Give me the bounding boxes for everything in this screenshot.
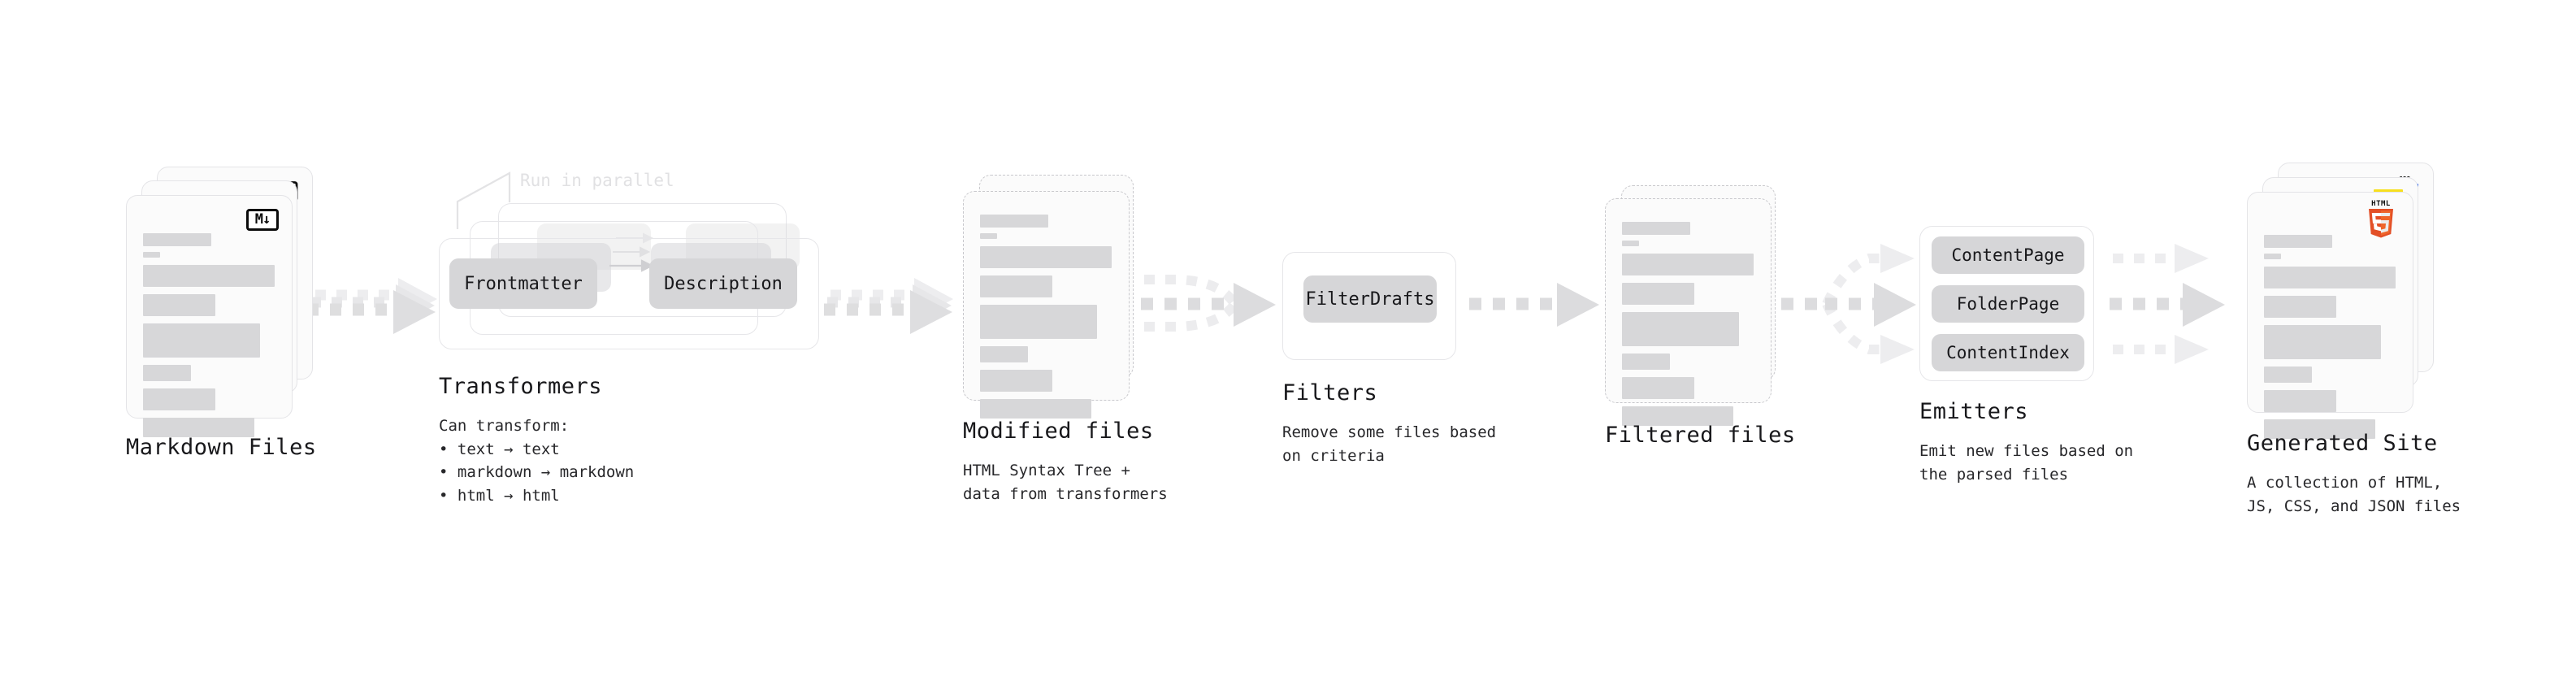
- html5-shield-icon: [2369, 209, 2393, 238]
- content-bar: [980, 233, 998, 239]
- content-bar: [980, 215, 1049, 228]
- markdown-badge: M↓: [246, 209, 279, 231]
- content-bar: [980, 370, 1053, 392]
- content-bar: [143, 294, 216, 316]
- connector-markdown-to-transformers: [307, 278, 437, 334]
- run-in-parallel-note: Run in parallel: [520, 171, 674, 190]
- transformer-box-front: Frontmatter Description: [439, 238, 819, 349]
- content-bar: [1622, 312, 1739, 346]
- html5-badge: HTML: [2362, 201, 2400, 243]
- site-card-html: HTML: [2247, 192, 2413, 439]
- content-bar: [2264, 296, 2337, 318]
- content-bar: [980, 399, 1091, 419]
- modified-card-front: [963, 191, 1130, 419]
- transformer-pill-description[interactable]: Description: [649, 258, 797, 309]
- site-card-content: [2264, 235, 2398, 439]
- connector-filters-to-filtered: [1469, 283, 1599, 327]
- content-bar: [1622, 241, 1640, 246]
- stage-transformers: Run in parallel: [439, 167, 837, 505]
- content-bar: [2264, 419, 2375, 439]
- emitter-pill-folderpage-label: FolderPage: [1956, 294, 2060, 314]
- connector-transformers-to-modified: [824, 278, 953, 334]
- transformer-pill-frontmatter[interactable]: Frontmatter: [449, 258, 597, 309]
- filters-box: FilterDrafts: [1282, 252, 1456, 360]
- stage-desc-generated-site: A collection of HTML, JS, CSS, and JSON …: [2247, 474, 2461, 515]
- stage-desc-emitters: Emit new files based on the parsed files: [1919, 442, 2134, 484]
- transformer-pill-frontmatter-label: Frontmatter: [464, 273, 583, 294]
- filtered-card-front: [1605, 198, 1772, 426]
- content-bar: [2264, 254, 2282, 259]
- emitters-box: ContentPage FolderPage ContentIndex: [1919, 226, 2094, 381]
- stage-label-emitters: Emitters: [1919, 399, 2029, 424]
- content-bar: [1622, 254, 1754, 275]
- content-bar: [143, 252, 161, 258]
- filter-pill-filterdrafts[interactable]: FilterDrafts: [1303, 275, 1437, 323]
- stage-desc-filters: Remove some files based on criteria: [1282, 423, 1497, 465]
- transformer-pill-description-label: Description: [664, 273, 783, 294]
- content-bar: [2264, 235, 2333, 248]
- content-bar: [980, 275, 1053, 297]
- html5-badge-label: HTML: [2371, 200, 2391, 208]
- content-bar: [2264, 390, 2337, 412]
- stage-filtered-files: Filtered files: [1605, 185, 1795, 448]
- content-bar: [143, 388, 216, 410]
- content-bar: [1622, 222, 1691, 235]
- emitter-pill-contentpage-label: ContentPage: [1951, 245, 2065, 265]
- connector-filtered-to-emitters: [1781, 244, 1916, 364]
- content-bar: [1622, 283, 1695, 305]
- stage-desc-modified-files: HTML Syntax Tree + data from transformer…: [963, 462, 1168, 503]
- stage-label-generated-site: Generated Site: [2247, 431, 2438, 456]
- content-bar: [980, 346, 1029, 362]
- stage-label-markdown-files: Markdown Files: [126, 435, 317, 460]
- content-bar: [2264, 367, 2313, 383]
- content-bar: [1622, 354, 1671, 370]
- content-bar: [1622, 377, 1695, 399]
- markdown-card-front: M↓: [126, 195, 293, 437]
- content-bar: [143, 265, 275, 287]
- content-bar: [2264, 267, 2396, 288]
- content-bar: [1622, 406, 1733, 426]
- stage-label-modified-files: Modified files: [963, 419, 1154, 444]
- stage-generated-site: CSS HTML: [2247, 163, 2461, 515]
- content-bar: [143, 418, 254, 437]
- emitter-pill-contentindex-label: ContentIndex: [1946, 343, 2070, 362]
- content-bar: [143, 365, 192, 381]
- stage-markdown-files: M↓ M↓ M↓ Markdown Files: [126, 167, 316, 460]
- filtered-card-content: [1622, 222, 1756, 426]
- stage-emitters: ContentPage FolderPage ContentIndex Emit…: [1919, 226, 2133, 484]
- emitter-pill-contentindex[interactable]: ContentIndex: [1932, 334, 2084, 371]
- stage-label-transformers: Transformers: [439, 374, 603, 399]
- connector-emitters-to-site: [2110, 244, 2225, 364]
- stage-desc-transformers: Can transform: • text → text • markdown …: [439, 417, 635, 505]
- stage-label-filters: Filters: [1282, 380, 1378, 406]
- stage-modified-files: Modified files HTML Syntax Tree + data f…: [963, 175, 1168, 503]
- content-bar: [143, 233, 212, 246]
- stage-label-filtered-files: Filtered files: [1605, 423, 1796, 448]
- filter-pill-filterdrafts-label: FilterDrafts: [1305, 288, 1435, 310]
- connector-modified-to-filters: [1141, 275, 1276, 332]
- stage-filters: FilterDrafts Filters Remove some files b…: [1282, 252, 1496, 465]
- emitter-pill-folderpage[interactable]: FolderPage: [1932, 285, 2084, 323]
- content-bar: [143, 323, 260, 358]
- content-bar: [980, 305, 1097, 339]
- emitter-pill-contentpage[interactable]: ContentPage: [1932, 236, 2084, 274]
- markdown-card-content: [143, 233, 277, 437]
- modified-card-content: [980, 215, 1114, 419]
- content-bar: [980, 246, 1112, 268]
- content-bar: [2264, 325, 2381, 359]
